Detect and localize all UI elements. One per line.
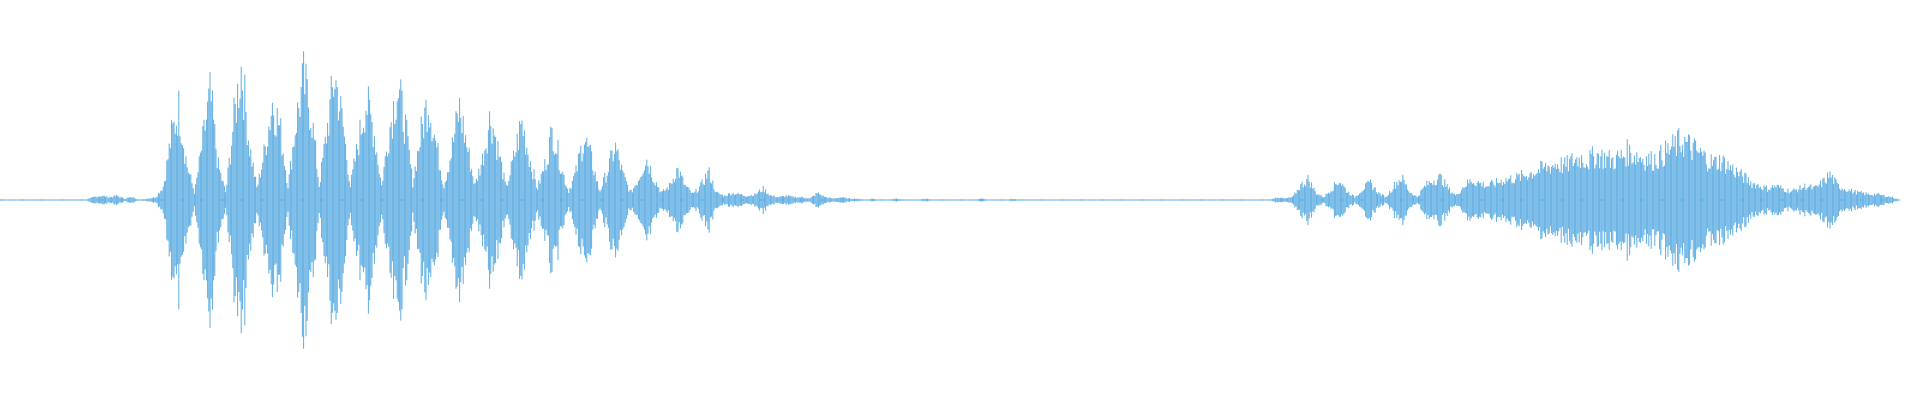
- waveform-bars: [0, 51, 1901, 349]
